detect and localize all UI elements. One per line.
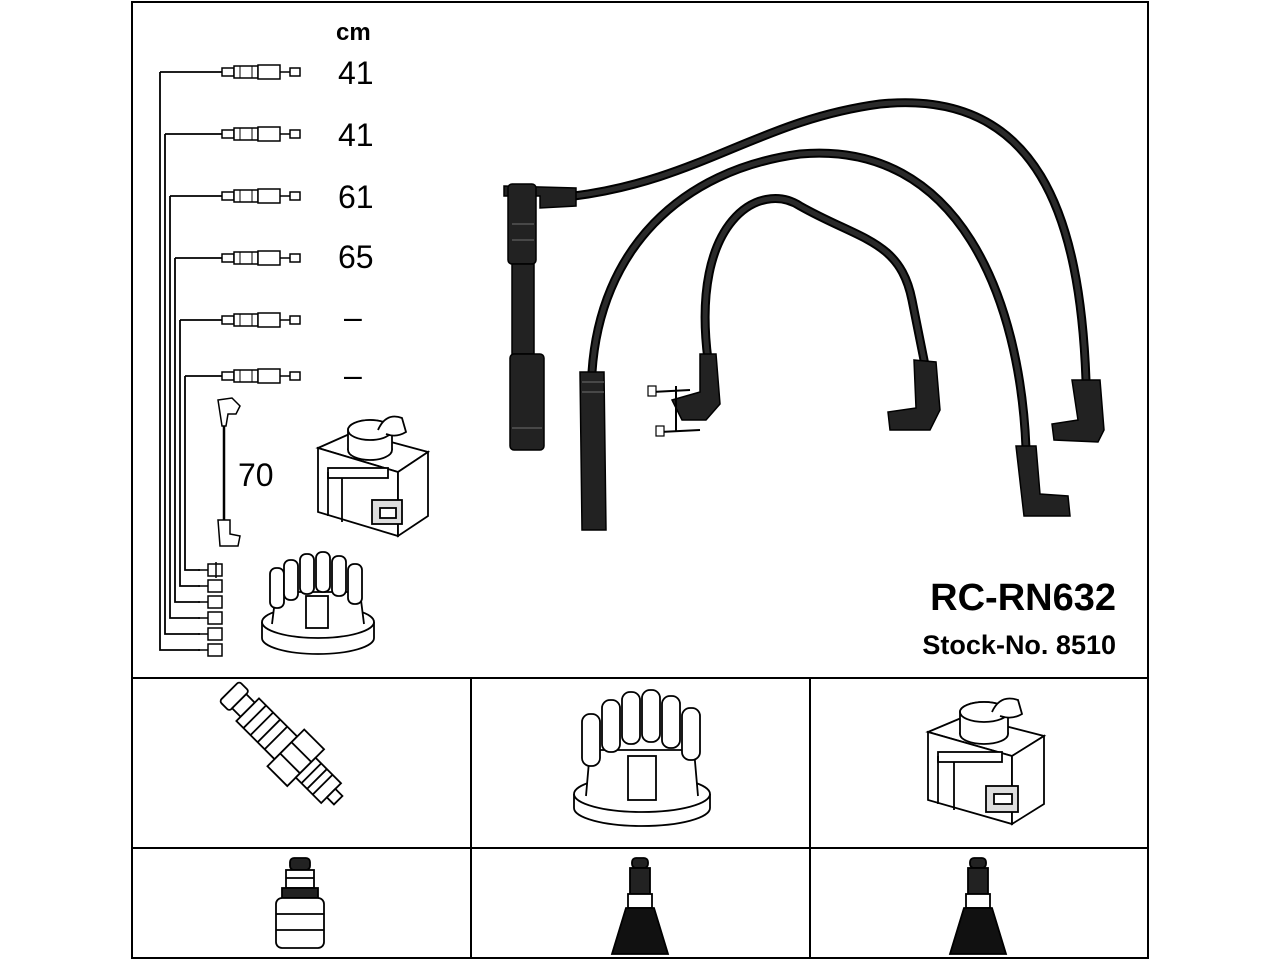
- sensor-connector: [647, 353, 721, 437]
- straight-boot: [579, 371, 607, 531]
- lead-length-4: 65: [338, 239, 374, 275]
- lead-row-2: 41: [164, 117, 374, 635]
- ignition-coil-large-icon: [925, 697, 1047, 826]
- stock-number: Stock-No. 8510: [922, 630, 1116, 660]
- cap-terminal-icon: [610, 857, 670, 955]
- distributor-cap-large-icon: [573, 689, 711, 827]
- lead-length-1: 41: [338, 55, 374, 91]
- lead-row-3: 61: [169, 179, 374, 619]
- plug-boot: [503, 183, 577, 451]
- lead-row-6: –: [184, 357, 362, 571]
- distributor-cap-icon: [261, 551, 375, 655]
- coil-terminal-icon: [948, 857, 1008, 955]
- ignition-wires: [503, 98, 1105, 531]
- coil-lead: 70: [215, 397, 274, 578]
- lead-length-6: –: [344, 357, 362, 393]
- plug-terminal-icon: [275, 857, 325, 949]
- terminal-stack: [197, 563, 223, 657]
- ignition-coil-icon: [315, 415, 431, 538]
- frame: [131, 1, 1149, 959]
- lead-row-4: 65: [174, 239, 374, 603]
- unit-label: cm: [336, 19, 371, 46]
- product-model: RC-RN632: [930, 577, 1116, 619]
- lead-row-5: –: [179, 299, 362, 587]
- lead-length-5: –: [344, 299, 362, 335]
- lead-list: 41 41 61 65 – –: [159, 55, 374, 657]
- coil-lead-length: 70: [238, 457, 274, 493]
- lead-row-1: 41: [159, 55, 374, 651]
- lead-length-3: 61: [338, 179, 374, 215]
- lead-length-2: 41: [338, 117, 374, 153]
- spark-plug-icon: [219, 681, 344, 806]
